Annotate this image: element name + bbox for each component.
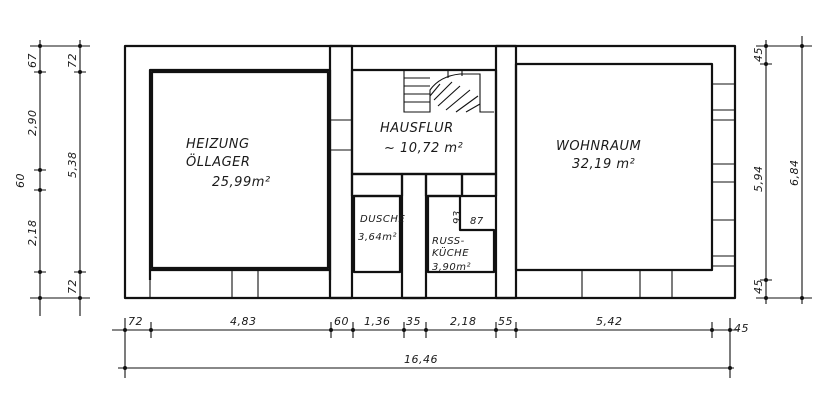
outer-wall	[123, 44, 737, 300]
dim-bottom-2: 60	[334, 315, 349, 328]
room-heizung: HEIZUNG ÖLLAGER 25,99m²	[149, 70, 352, 298]
russkueche-label-2: KÜCHE	[432, 246, 469, 259]
dim-left-outer-2: 60	[14, 173, 27, 188]
heizung-label-1: HEIZUNG	[186, 137, 250, 152]
dimension-chain-right: 45 5,94 45 6,84	[752, 36, 812, 304]
dim-right-outer-0: 6,84	[788, 160, 801, 187]
dim-right-inner-0: 45	[752, 47, 765, 62]
dim-left-inner-1: 5,38	[66, 152, 79, 179]
wohnraum-area: 32,19 m²	[572, 157, 635, 172]
room-dusche: DUSCHE 3,64m²	[352, 194, 405, 274]
room-wohnraum: WOHNRAUM 32,19 m²	[514, 62, 735, 298]
dim-left-outer-1: 2,90	[26, 110, 39, 137]
heizung-area: 25,99m²	[212, 175, 271, 190]
russkueche-dim-b: 87	[470, 216, 484, 227]
dim-left-outer-3: 2,18	[26, 220, 39, 247]
dim-bottom-0: 72	[128, 315, 143, 328]
dim-bottom-7: 5,42	[596, 315, 623, 328]
dusche-label: DUSCHE	[360, 214, 405, 225]
dim-bottom-4: 35	[406, 315, 421, 328]
dusche-area: 3,64m²	[358, 232, 397, 243]
dim-bottom-3: 1,36	[364, 315, 391, 328]
russkueche-area: 3,90m²	[432, 262, 471, 273]
dimension-chain-bottom: 72 4,83 60 1,36 35 2,18 55 5,42 45 16,46	[112, 315, 749, 378]
hausflur-area: ~ 10,72 m²	[384, 141, 463, 156]
dim-left-outer-0: 67	[26, 53, 39, 68]
dim-bottom-5: 2,18	[450, 315, 477, 328]
dim-left-inner-0: 72	[66, 53, 79, 68]
dim-bottom-1: 4,83	[230, 315, 257, 328]
dim-right-inner-1: 5,94	[752, 166, 765, 193]
dim-left-inner-2: 72	[66, 279, 79, 294]
russkueche-dim-a: 93	[452, 210, 463, 224]
dim-bottom-6: 55	[498, 315, 513, 328]
dimension-chain-left: 67 2,90 60 2,18 72 5,38 72	[14, 40, 90, 316]
room-hausflur: HAUSFLUR ~ 10,72 m²	[380, 70, 494, 156]
dim-bottom-8: 45	[734, 322, 749, 335]
wohnraum-label: WOHNRAUM	[556, 139, 641, 154]
partition-walls	[328, 44, 518, 300]
room-russkueche: 93 87 RUSS- KÜCHE 3,90m²	[426, 194, 496, 274]
heizung-label-2: ÖLLAGER	[186, 153, 250, 170]
hausflur-label: HAUSFLUR	[380, 121, 454, 136]
dim-right-inner-2: 45	[752, 279, 765, 294]
dim-total: 16,46	[404, 353, 438, 366]
russkueche-label-1: RUSS-	[432, 236, 465, 247]
